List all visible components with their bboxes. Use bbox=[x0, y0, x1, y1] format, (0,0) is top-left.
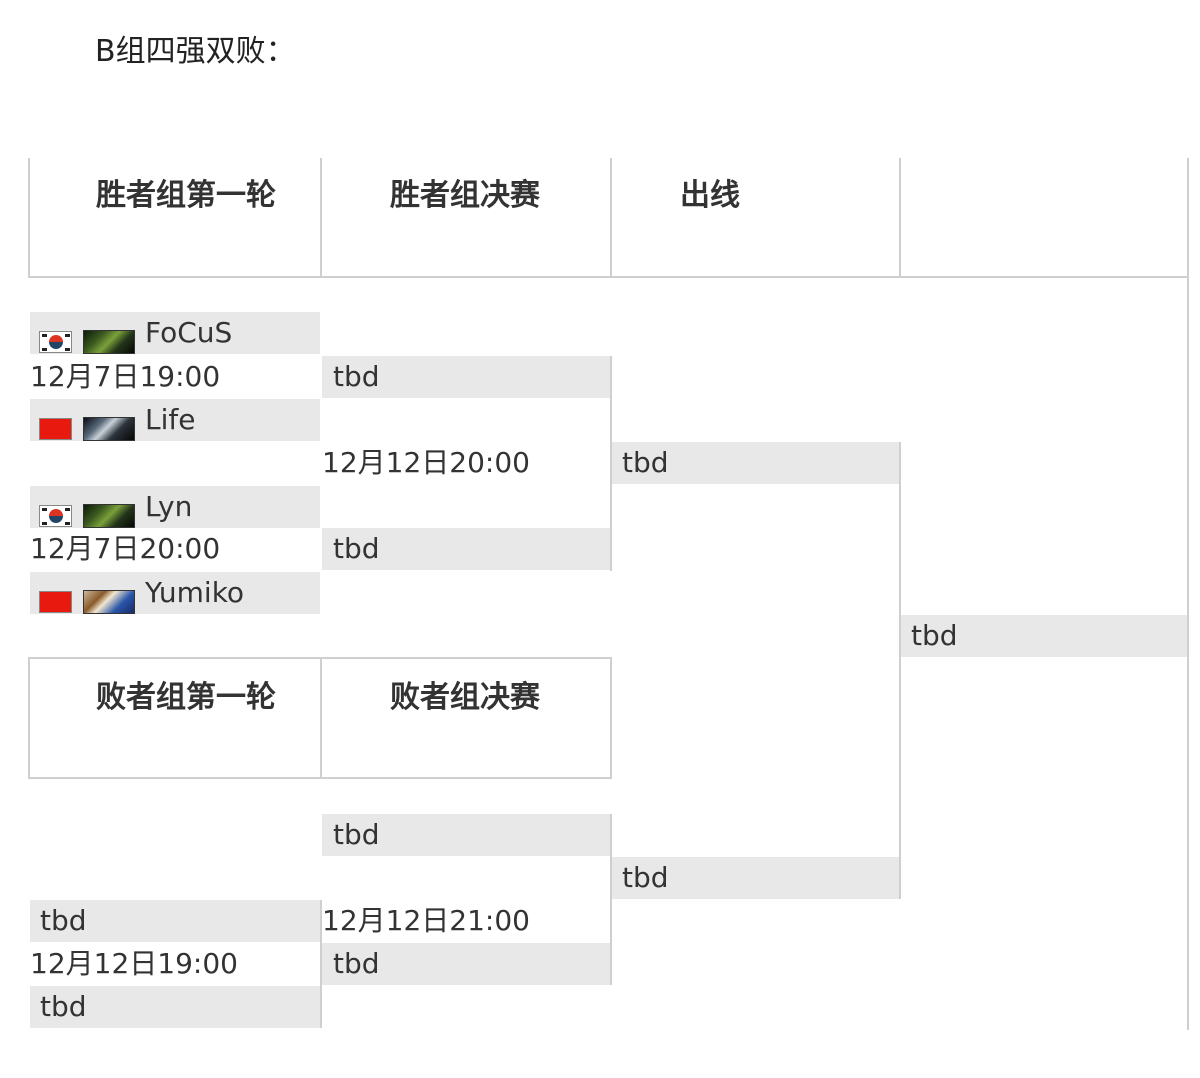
divider bbox=[610, 158, 612, 278]
divider bbox=[28, 657, 30, 779]
match-time: 12月12日21:00 bbox=[322, 904, 530, 937]
header-advance: 出线 bbox=[680, 178, 740, 213]
player-name: FoCuS bbox=[145, 316, 233, 349]
undead-race-icon bbox=[83, 417, 135, 441]
match-time: 12月12日20:00 bbox=[322, 446, 530, 479]
night-elf-race-icon bbox=[83, 330, 135, 354]
header-losers-round1: 败者组第一轮 bbox=[96, 680, 276, 715]
south-korea-flag-icon bbox=[39, 505, 72, 527]
human-race-icon bbox=[83, 590, 135, 614]
divider bbox=[610, 657, 612, 779]
header-winners-final: 胜者组决赛 bbox=[390, 178, 540, 213]
match-time: 12月12日19:00 bbox=[30, 947, 238, 980]
night-elf-race-icon bbox=[83, 504, 135, 528]
match-time: 12月7日20:00 bbox=[30, 532, 221, 565]
player-slot: tbd bbox=[322, 814, 610, 856]
player-slot: tbd bbox=[612, 442, 899, 484]
player-slot: tbd bbox=[612, 857, 899, 899]
player-slot: tbd bbox=[30, 900, 320, 942]
divider bbox=[1187, 158, 1189, 278]
player-slot: tbd bbox=[322, 356, 610, 398]
divider bbox=[28, 777, 612, 779]
player-name: Lyn bbox=[145, 490, 193, 523]
player-slot: tbd bbox=[901, 615, 1187, 657]
player-name: Life bbox=[145, 403, 196, 436]
divider bbox=[28, 276, 1189, 278]
bracket-line bbox=[610, 814, 612, 985]
south-korea-flag-icon bbox=[39, 331, 72, 353]
player-slot: Life bbox=[30, 399, 320, 441]
page-title: B组四强双败： bbox=[95, 34, 296, 69]
player-slot: Yumiko bbox=[30, 572, 320, 614]
player-slot: tbd bbox=[322, 528, 610, 570]
bracket-line bbox=[1187, 278, 1189, 1030]
bracket-line bbox=[899, 442, 901, 899]
china-flag-icon bbox=[39, 418, 72, 440]
player-slot: Lyn bbox=[30, 486, 320, 528]
header-winners-round1: 胜者组第一轮 bbox=[96, 178, 276, 213]
divider bbox=[899, 158, 901, 278]
player-name: Yumiko bbox=[145, 576, 245, 609]
china-flag-icon bbox=[39, 591, 72, 613]
divider bbox=[28, 158, 30, 278]
player-slot: tbd bbox=[322, 943, 610, 985]
divider bbox=[320, 657, 322, 779]
player-slot: tbd bbox=[30, 986, 320, 1028]
bracket-line bbox=[320, 900, 322, 1028]
divider bbox=[320, 158, 322, 278]
player-slot: FoCuS bbox=[30, 312, 320, 354]
header-losers-final: 败者组决赛 bbox=[390, 680, 540, 715]
bracket-line bbox=[610, 356, 612, 571]
match-time: 12月7日19:00 bbox=[30, 360, 221, 393]
